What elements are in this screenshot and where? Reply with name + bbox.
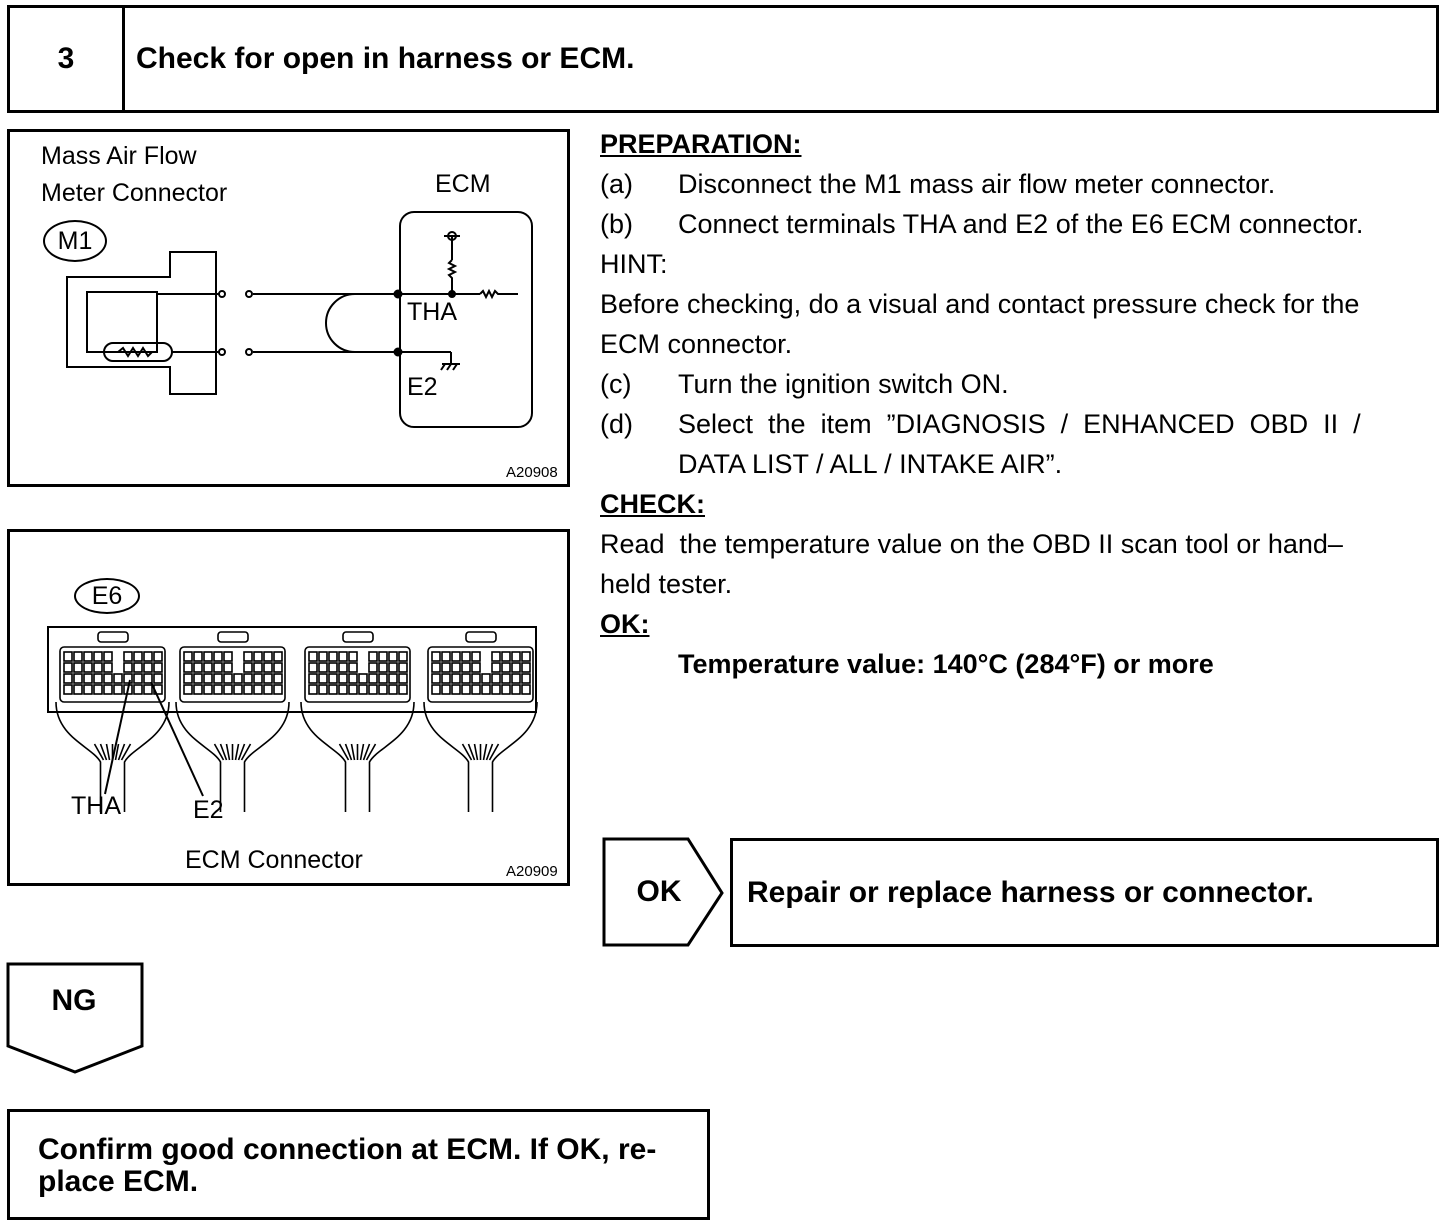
ng-action-line1: Confirm good connection at ECM. If OK, r…	[38, 1133, 657, 1166]
step-title: Check for open in harness or ECM.	[136, 42, 635, 75]
mass-air-flow-label-line2: Meter Connector	[41, 179, 228, 207]
step-c-letter: (c)	[600, 369, 632, 399]
ecm-connector-figure: E6 THA E2 ECM Connector A20909	[7, 529, 570, 886]
ecm-connector-drawing	[47, 626, 538, 812]
step-c: (c) Turn the ignition switch ON.	[600, 364, 1445, 404]
pin-leader-lines	[104, 679, 204, 797]
terminal-dots	[218, 289, 456, 357]
wiring-schematic	[66, 211, 533, 428]
m1-connector-id: M1	[43, 220, 107, 262]
preparation-heading: PREPARATION:	[600, 129, 802, 159]
ng-arrow-shape	[6, 962, 144, 1074]
ecm-connector-caption: ECM Connector	[185, 846, 363, 874]
step-b: (b) Connect terminals THA and E2 of the …	[600, 204, 1445, 244]
step-c-text: Turn the ignition switch ON.	[678, 369, 1009, 399]
instructions: PREPARATION: (a) Disconnect the M1 mass …	[600, 124, 1445, 684]
ok-value: Temperature value: 140°C (284°F) or more	[678, 649, 1214, 679]
ecm-connector-module	[423, 631, 538, 812]
step-d-line2: DATA LIST / ALL / INTAKE AIR”.	[678, 449, 1063, 479]
step-a: (a) Disconnect the M1 mass air flow mete…	[600, 164, 1445, 204]
check-heading: CHECK:	[600, 489, 705, 519]
ok-arrow-shape	[602, 837, 724, 947]
check-line2: held tester.	[600, 569, 733, 599]
ecm-connector-module	[300, 631, 415, 812]
ng-action-line2: place ECM.	[38, 1165, 199, 1198]
hint-line1: Before checking, do a visual and contact…	[600, 289, 1360, 319]
ok-action-box: Repair or replace harness or connector.	[730, 838, 1439, 947]
ecm-label: ECM	[435, 170, 491, 198]
step-number: 3	[10, 8, 125, 110]
ecm-box	[399, 211, 533, 428]
step-a-text: Disconnect the M1 mass air flow meter co…	[678, 169, 1276, 199]
hint-line2: ECM connector.	[600, 329, 793, 359]
ok-heading: OK:	[600, 609, 650, 639]
step-b-text: Connect terminals THA and E2 of the E6 E…	[678, 209, 1364, 239]
tha-pin-label: THA	[71, 792, 121, 820]
ok-action-text: Repair or replace harness or connector.	[747, 875, 1314, 909]
e2-pin-label: E2	[193, 796, 224, 824]
meter-connector-body	[66, 251, 217, 395]
step-b-letter: (b)	[600, 209, 633, 239]
step-d-text: Select the item ”DIAGNOSIS / ENHANCED OB…	[678, 409, 1361, 439]
ok-label: OK	[636, 875, 682, 908]
figure2-code: A20909	[506, 863, 558, 880]
ng-label: NG	[51, 984, 97, 1017]
wiring-diagram-figure: Mass Air Flow Meter Connector ECM M1 THA…	[7, 129, 570, 487]
wiring-lines	[87, 236, 518, 371]
check-line1: Read the temperature value on the OBD II…	[600, 529, 1343, 559]
step-a-letter: (a)	[600, 169, 633, 199]
hint-heading: HINT:	[600, 249, 668, 279]
e2-terminal-label: E2	[407, 373, 438, 401]
mass-air-flow-label-line1: Mass Air Flow	[41, 142, 197, 170]
figure1-code: A20908	[506, 464, 558, 481]
step-d-letter: (d)	[600, 409, 633, 439]
step-d: (d) Select the item ”DIAGNOSIS / ENHANCE…	[600, 404, 1445, 444]
tha-terminal-label: THA	[407, 298, 457, 326]
ng-action-box: Confirm good connection at ECM. If OK, r…	[7, 1109, 710, 1220]
step-header: 3 Check for open in harness or ECM.	[7, 5, 1439, 113]
ecm-connector-module	[55, 631, 170, 812]
e6-connector-id: E6	[74, 578, 140, 614]
ecm-connector-module	[175, 631, 290, 812]
